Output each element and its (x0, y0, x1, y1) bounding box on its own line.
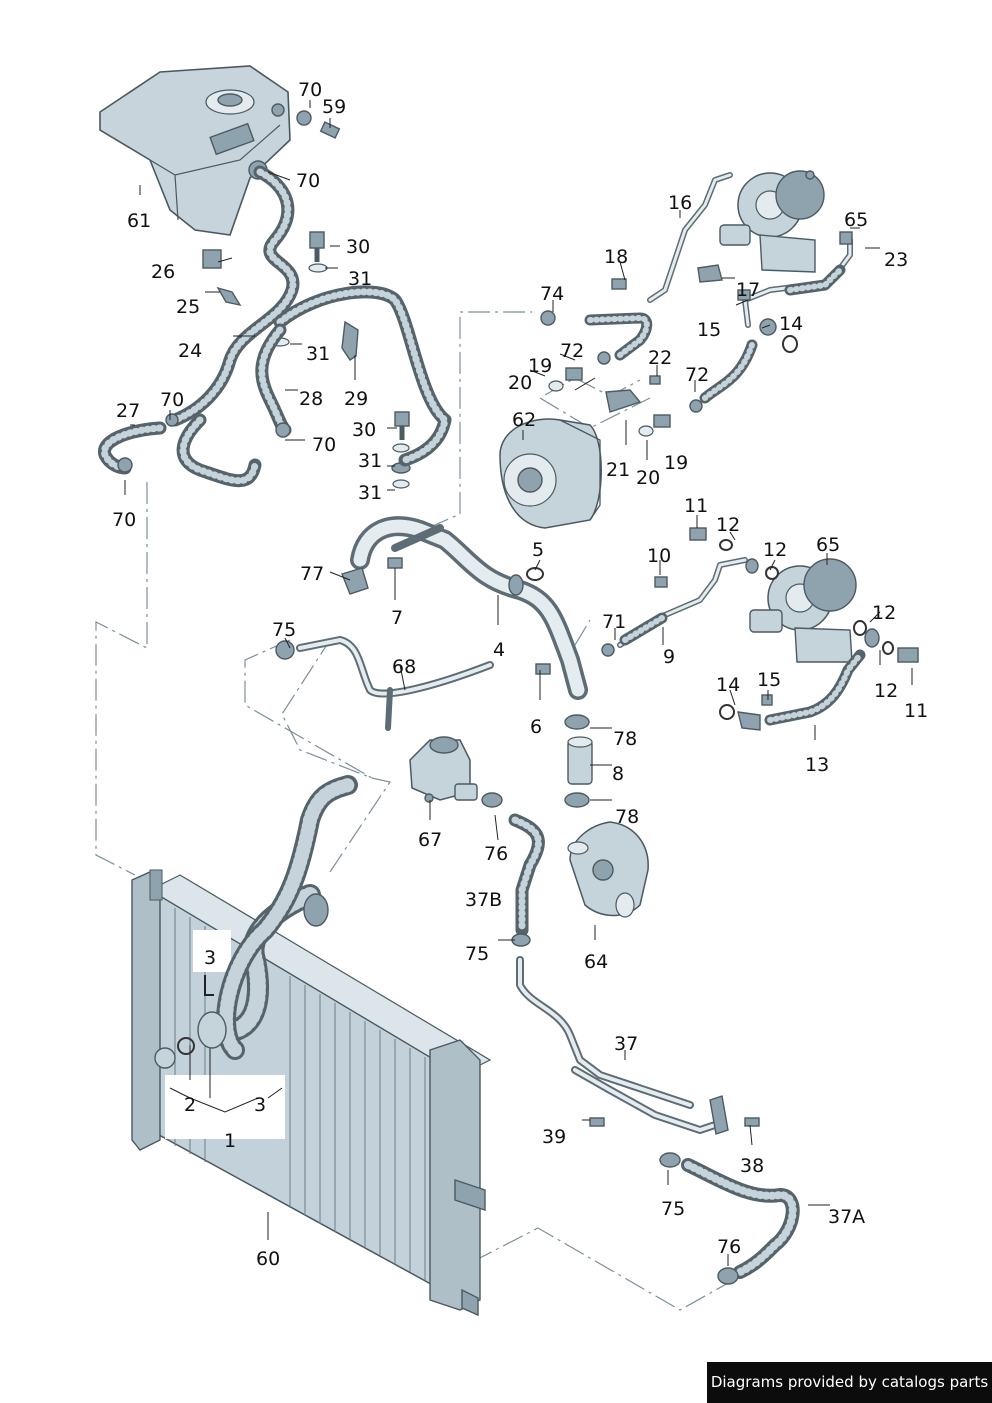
callout: 61 (127, 210, 151, 232)
callout: 70 (112, 509, 136, 531)
callout: 24 (178, 340, 202, 362)
callout: 67 (418, 829, 442, 851)
callout: 78 (613, 728, 637, 750)
callout: 20 (508, 372, 532, 394)
callout: 70 (312, 434, 336, 456)
callout: 18 (604, 246, 628, 268)
auxiliary-water-pump (409, 736, 503, 808)
callout: 3 (204, 947, 216, 969)
callout: 28 (299, 388, 323, 410)
callout: 31 (348, 268, 372, 290)
callout: 14 (779, 313, 803, 335)
callout: 2 (184, 1094, 196, 1116)
callout: 9 (663, 646, 675, 668)
callout: 39 (542, 1126, 566, 1148)
callout: 7 (391, 607, 403, 629)
callout: 22 (648, 347, 672, 369)
callout: 20 (636, 467, 660, 489)
callout: 12 (763, 539, 787, 561)
coolant-pipe-37 (516, 956, 760, 1168)
callout: 74 (540, 283, 564, 305)
callout: 11 (684, 495, 708, 517)
callout: 70 (298, 79, 322, 101)
callout: 26 (151, 261, 175, 283)
callout: 70 (160, 389, 184, 411)
callout: 19 (664, 452, 688, 474)
alternator (499, 367, 671, 529)
callout: 1 (224, 1130, 236, 1152)
callout: 64 (584, 951, 608, 973)
callout: 21 (606, 459, 630, 481)
callout: 14 (716, 674, 740, 696)
callout: 16 (668, 192, 692, 214)
callout: 17 (736, 279, 760, 301)
coolant-pipe (341, 516, 588, 700)
callout: 15 (697, 319, 721, 341)
callout: 8 (612, 763, 624, 785)
callout: 75 (272, 619, 296, 641)
callout: 27 (116, 400, 140, 422)
callout: 13 (805, 754, 829, 776)
callout: 25 (176, 296, 200, 318)
callout: 30 (352, 419, 376, 441)
callout: 10 (647, 545, 671, 567)
expansion-tank (99, 65, 291, 236)
callout: 72 (685, 364, 709, 386)
connector-hose (564, 714, 593, 808)
callout: 6 (530, 716, 542, 738)
coolant-pipe-68 (275, 636, 494, 731)
callout: 29 (344, 388, 368, 410)
callout: 31 (358, 450, 382, 472)
leader-lines (124, 100, 913, 1266)
callout: 31 (306, 343, 330, 365)
callout: 65 (844, 209, 868, 231)
callout: 5 (532, 539, 544, 561)
turbocharger-lower (749, 558, 919, 663)
callout: 71 (602, 611, 626, 633)
callout: 38 (740, 1155, 764, 1177)
callout: 68 (392, 656, 416, 678)
callout: 19 (528, 355, 552, 377)
radiator-detail-box (165, 930, 285, 1139)
turbocharger-upper (719, 170, 825, 273)
tank-fittings (202, 110, 411, 489)
callout: 37 (614, 1033, 638, 1055)
callout: 65 (816, 534, 840, 556)
callout: 12 (872, 602, 896, 624)
callout: 70 (296, 170, 320, 192)
callout: 31 (358, 482, 382, 504)
callout: 3 (254, 1094, 266, 1116)
callout: 60 (256, 1248, 280, 1270)
callout: 62 (512, 409, 536, 431)
assembly-guide-lines (95, 311, 731, 1311)
callout: 59 (322, 96, 346, 118)
callout: 76 (717, 1236, 741, 1258)
tank-hoses (98, 165, 452, 488)
callout: 11 (904, 700, 928, 722)
callout: 78 (615, 806, 639, 828)
radiator-upper-hose (197, 775, 358, 1060)
callout: 15 (757, 669, 781, 691)
callout: 30 (346, 236, 370, 258)
callout: 37B (465, 889, 502, 911)
callout: 72 (560, 340, 584, 362)
hose-37a (681, 1158, 800, 1285)
callout: 75 (465, 943, 489, 965)
callout: 77 (300, 563, 324, 585)
hose-37b (508, 813, 545, 947)
callout: 23 (884, 249, 908, 271)
callout: 12 (716, 514, 740, 536)
callout: 75 (661, 1198, 685, 1220)
callout: 76 (484, 843, 508, 865)
callout: 37A (828, 1206, 865, 1228)
attribution-footer: Diagrams provided by catalogs parts (707, 1362, 992, 1403)
turbo-coolant-lines (540, 172, 866, 731)
callout-labels: 1 2 3 3 4 5 6 7 8 9 10 11 11 12 12 12 12… (112, 79, 928, 1270)
callout: 12 (874, 680, 898, 702)
water-pump (567, 821, 649, 918)
callout: 4 (493, 639, 505, 661)
